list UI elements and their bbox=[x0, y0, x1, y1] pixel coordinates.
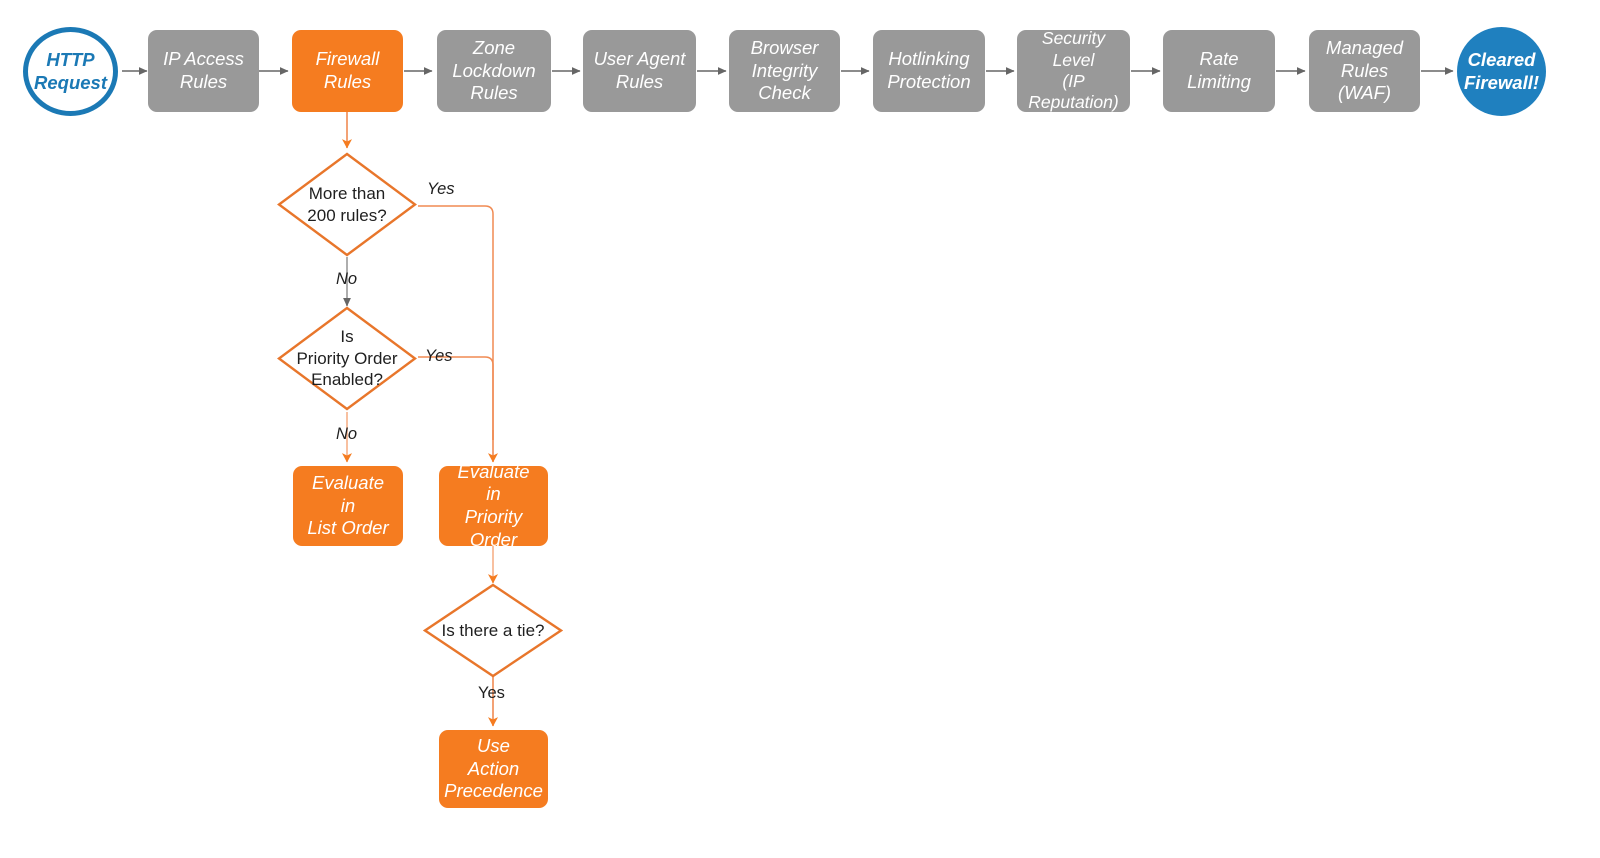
edge-label-no-priority-order-enabled: No bbox=[336, 425, 358, 443]
node-use-action-precedence[interactable]: Use Action Precedence bbox=[439, 730, 548, 808]
node-evaluate-in-priority-order[interactable]: Evaluate in Priority Order bbox=[439, 461, 548, 550]
node-label: Rate Limiting bbox=[1187, 48, 1251, 92]
node-ip-access-rules[interactable]: IP Access Rules bbox=[148, 30, 259, 112]
node-label: IP Access Rules bbox=[163, 48, 244, 92]
node-user-agent-rules[interactable]: User Agent Rules bbox=[583, 30, 696, 112]
node-security-level[interactable]: Security Level (IP Reputation) bbox=[1017, 28, 1130, 113]
node-label: Evaluate in List Order bbox=[307, 472, 389, 539]
node-http-request[interactable]: HTTP Request bbox=[23, 27, 118, 116]
node-label: Hotlinking Protection bbox=[887, 48, 971, 92]
diamond-shape bbox=[277, 152, 417, 257]
node-is-there-a-tie[interactable]: Is there a tie? bbox=[423, 583, 563, 678]
node-label: Is there a tie? bbox=[441, 620, 545, 640]
node-more-than-200-rules[interactable]: More than 200 rules? bbox=[277, 152, 417, 257]
node-label: Zone Lockdown Rules bbox=[452, 37, 536, 104]
node-label: Browser Integrity Check bbox=[750, 37, 819, 104]
edge-label-yes-priority-order-enabled: Yes bbox=[425, 347, 453, 365]
node-evaluate-in-list-order[interactable]: Evaluate in List Order bbox=[293, 466, 403, 546]
node-label: Evaluate in Priority Order bbox=[457, 460, 530, 550]
diamond-shape bbox=[423, 583, 563, 678]
node-firewall-rules[interactable]: Firewall Rules bbox=[292, 30, 403, 112]
node-label: Firewall Rules bbox=[315, 48, 380, 92]
diamond-shape bbox=[277, 306, 417, 411]
node-is-priority-order-enabled[interactable]: Is Priority Order Enabled? bbox=[277, 306, 417, 411]
node-label: Is Priority Order Enabled? bbox=[296, 326, 398, 390]
node-label: User Agent Rules bbox=[593, 48, 686, 92]
edge-yes-more-than-200-rules bbox=[418, 205, 494, 440]
edge-yes-priority-order-enabled bbox=[418, 356, 494, 440]
node-label: Managed Rules (WAF) bbox=[1325, 37, 1404, 104]
node-browser-integrity-check[interactable]: Browser Integrity Check bbox=[729, 30, 840, 112]
node-managed-rules-waf[interactable]: Managed Rules (WAF) bbox=[1309, 30, 1420, 112]
node-label: Use Action Precedence bbox=[444, 735, 543, 802]
node-label: More than 200 rules? bbox=[307, 183, 387, 225]
node-label: HTTP Request bbox=[34, 48, 107, 93]
node-rate-limiting[interactable]: Rate Limiting bbox=[1163, 30, 1275, 112]
edge-label-no-more-than-200-rules: No bbox=[336, 270, 358, 288]
node-zone-lockdown-rules[interactable]: Zone Lockdown Rules bbox=[437, 30, 551, 112]
node-label: Cleared Firewall! bbox=[1463, 48, 1540, 93]
node-label: Security Level (IP Reputation) bbox=[1028, 28, 1119, 113]
edge-label-yes-is-there-a-tie: Yes bbox=[478, 684, 505, 702]
node-cleared-firewall[interactable]: Cleared Firewall! bbox=[1457, 27, 1546, 116]
node-hotlinking-protection[interactable]: Hotlinking Protection bbox=[873, 30, 985, 112]
edge-label-yes-more-than-200-rules: Yes bbox=[427, 180, 455, 198]
